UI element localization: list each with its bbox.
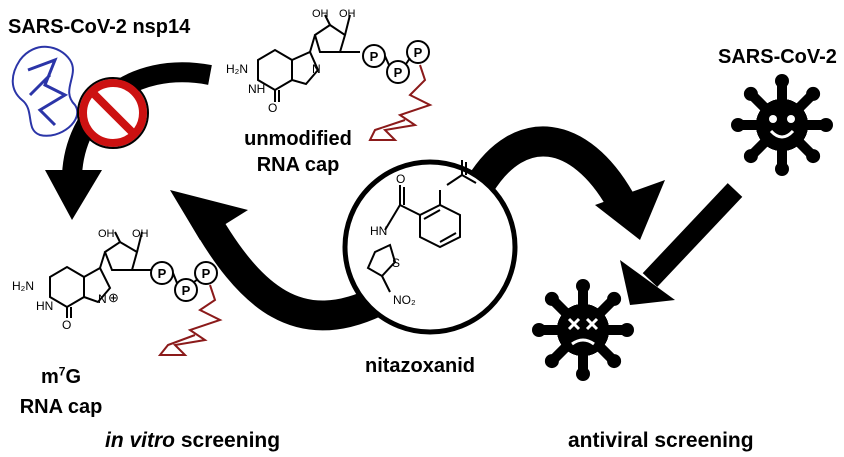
nsp14-protein-icon (11, 45, 79, 137)
o-label-top: O (268, 101, 278, 115)
top-rna-strand-icon (368, 64, 433, 141)
unmodified-cap-structure-icon (257, 14, 360, 102)
drug-circle (342, 159, 518, 335)
phosphate-label: P (394, 65, 403, 80)
oh-label-bottom-2: OH (132, 228, 149, 240)
oh-label-top-2: OH (339, 8, 356, 20)
phosphate-label: P (202, 266, 211, 281)
nh-label-top: NH (248, 82, 266, 96)
m7g-cap-label: m7G RNA cap (6, 362, 116, 422)
h2n-label-top: H₂N (226, 62, 248, 76)
antiviral-s-arrow (467, 126, 634, 208)
virus-diagonal-arrowhead (620, 260, 675, 305)
h2n-label-bottom: H₂N (12, 279, 34, 293)
virus-diagonal-arrow (642, 183, 743, 287)
phosphate-label: P (370, 49, 379, 64)
invitro-screening-label: in vitro screening (105, 429, 281, 452)
o-label-drug: O (396, 172, 406, 186)
m7g-cap-structure-icon (49, 231, 152, 318)
bottom-rna-strand-icon (157, 284, 223, 356)
nsp14-label: SARS-CoV-2 nsp14 (8, 16, 191, 38)
antiviral-s-arrowhead (595, 180, 665, 240)
oh-label-bottom-1: OH (98, 228, 115, 240)
sarscov2-label: SARS-CoV-2 (718, 46, 837, 68)
dead-virus-icon (528, 275, 638, 385)
phosphate-label: P (182, 283, 191, 298)
n-label-bottom: N (98, 292, 107, 306)
top-phosphate-chain: P P P (362, 40, 430, 84)
m7g-line1: m7G (40, 364, 82, 388)
bottom-phosphate-chain: P P P (150, 261, 218, 302)
live-virus-icon (727, 70, 837, 180)
no2-label-drug: NO₂ (393, 293, 416, 307)
m7g-line2: RNA cap (19, 396, 103, 418)
o-label-bottom: O (62, 318, 72, 332)
unmodified-line2: RNA cap (256, 154, 340, 176)
n-label-top: N (312, 62, 321, 76)
drug-name-label: nitazoxanid (365, 355, 476, 377)
invitro-s-arrowhead (170, 190, 248, 240)
unmodified-line1: unmodified (244, 128, 352, 150)
hn-label-bottom: HN (36, 299, 54, 313)
antiviral-screening-label: antiviral screening (568, 429, 754, 452)
nitazoxanide-structure-icon (366, 160, 477, 293)
hn-label-drug: HN (370, 224, 388, 238)
phosphate-label: P (158, 266, 167, 281)
oh-label-top-1: OH (312, 8, 329, 20)
left-curved-arrowhead (45, 170, 102, 220)
plus-charge-label: ⊕ (108, 290, 119, 305)
phosphate-label: P (414, 45, 423, 60)
no-sign-icon (77, 77, 149, 149)
invitro-s-arrow (186, 202, 387, 331)
s-label-drug: S (392, 256, 401, 270)
unmodified-cap-label: unmodified RNA cap (228, 126, 368, 178)
